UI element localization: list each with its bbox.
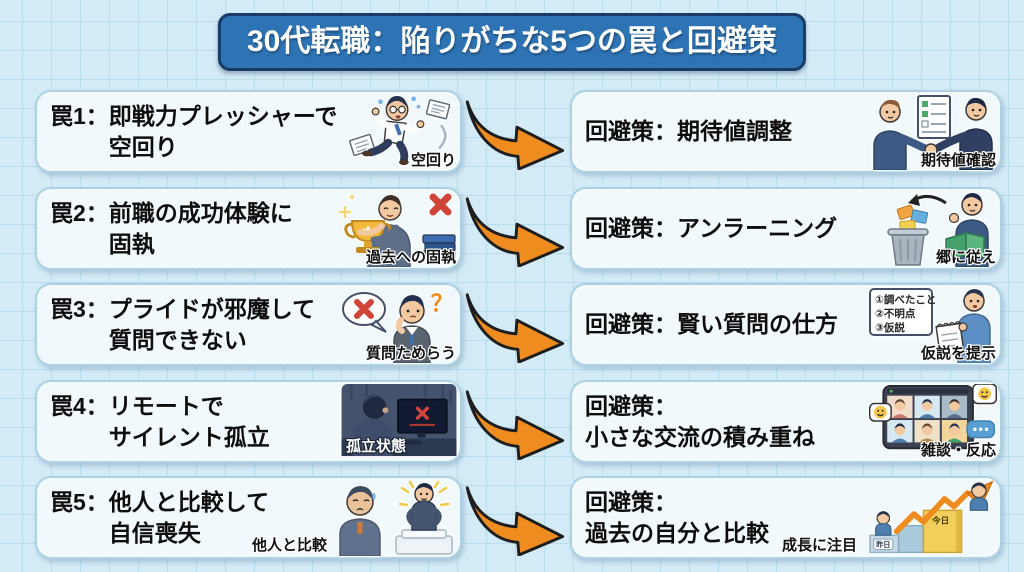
trap-box-1: 罠1： 即戦力プレッシャーで 空回り	[35, 90, 462, 173]
question-mark-glyph: ？	[431, 290, 454, 316]
trap-box-5: 罠5： 他人と比較して 自信喪失	[35, 476, 462, 559]
trap-1-line1: 即戦力プレッシャーで	[108, 103, 338, 130]
trap-4-label: 罠4：	[50, 393, 109, 420]
avoidance-box-3: 回避策：賢い質問の仕方 ①調べたこと ②不明点 ③仮説	[570, 283, 1002, 366]
trap-3-line2: 質問できない	[108, 326, 247, 353]
arrow-icon	[465, 486, 565, 556]
row-5: 罠5： 他人と比較して 自信喪失	[0, 476, 1024, 559]
trap-3-text: 罠3： プライドが邪魔して 質問できない	[37, 294, 338, 355]
avoidance-2-text: 回避策：アンラーニング	[572, 213, 868, 243]
illustration-caption: 空回り	[410, 152, 456, 169]
trap-5-line1: 他人と比較して	[108, 489, 270, 516]
trap-box-3: 罠3： プライドが邪魔して 質問できない ？	[35, 283, 462, 366]
avoidance-4-line2: 小さな交流の積み重ね	[585, 423, 815, 450]
comparison-pedestal-icon	[339, 480, 453, 556]
trap-1-label: 罠1：	[50, 103, 109, 130]
avoidance-box-4: 回避策： 小さな交流の積み重ね 雑談・反	[570, 380, 1002, 463]
avoidance-3-line1: 回避策：賢い質問の仕方	[585, 311, 838, 338]
row-1: 罠1： 即戦力プレッシャーで 空回り	[0, 90, 1024, 173]
avoidance-3-text: 回避策：賢い質問の仕方	[572, 309, 868, 339]
page-title: 30代転職：陥りがちな5つの罠と回避策	[217, 13, 807, 71]
trap-2-label: 罠2：	[50, 200, 109, 227]
avoidance-5-line2: 過去の自分と比較	[585, 519, 769, 546]
unlearning-trash-icon	[887, 193, 989, 267]
illustration-caption: 期待値確認	[920, 152, 996, 169]
comparison-pedestal-illustration: 他人と比較	[252, 478, 460, 557]
video-call-reactions-icon	[868, 384, 998, 450]
trap-box-4: 罠4： リモートで サイレント孤立	[35, 380, 462, 463]
step-label-yesterday: 昨日	[876, 540, 890, 549]
trap-2-text: 罠2： 前職の成功体験に 固執	[37, 198, 338, 259]
trap-3-label: 罠3：	[50, 296, 109, 323]
trophy-attachment-illustration: 過去への固執	[338, 189, 460, 268]
memo-list-item-2: ②不明点	[875, 307, 916, 320]
arrow-icon	[465, 100, 565, 170]
trophy-attachment-icon	[338, 193, 456, 267]
memo-list-item-3: ③仮説	[875, 321, 905, 334]
trap-4-line1: リモートで	[108, 393, 224, 420]
illustration-caption: 質問ためらう	[365, 345, 456, 362]
avoidance-4-line1: 回避策：	[585, 393, 677, 420]
growth-steps-illustration: 昨日 今日 成長に注目	[782, 478, 1000, 557]
remote-isolation-illustration: 孤立状態	[338, 382, 460, 461]
trap-4-line2: サイレント孤立	[108, 423, 270, 450]
trap-2-line2: 固執	[108, 230, 155, 257]
trap-5-text: 罠5： 他人と比較して 自信喪失	[37, 487, 338, 548]
trap-1-text: 罠1： 即戦力プレッシャーで 空回り	[37, 101, 338, 162]
arrow-icon	[465, 197, 565, 267]
avoidance-5-line1: 回避策：	[585, 489, 677, 516]
arrow-icon	[465, 390, 565, 460]
remote-isolation-icon	[341, 384, 457, 457]
trap-3-line1: プライドが邪魔して	[108, 296, 316, 323]
avoidance-box-1: 回避策：期待値調整	[570, 90, 1002, 173]
illustration-caption: 仮説を提示	[920, 345, 996, 362]
row-4: 罠4： リモートで サイレント孤立	[0, 380, 1024, 463]
trap-box-2: 罠2： 前職の成功体験に 固執	[35, 187, 462, 270]
avoidance-5-text: 回避策： 過去の自分と比較	[572, 487, 868, 548]
hesitant-question-illustration: ？ 質問ためらう	[338, 285, 460, 364]
illustration-caption: 孤立状態	[346, 438, 407, 455]
step-label-today: 今日	[931, 515, 949, 526]
smart-question-memo-icon: ①調べたこと ②不明点 ③仮説	[869, 288, 991, 363]
illustration-caption: 成長に注目	[782, 537, 858, 554]
avoidance-1-text: 回避策：期待値調整	[572, 116, 868, 146]
trap-4-text: 罠4： リモートで サイレント孤立	[37, 391, 338, 452]
illustration-caption: 雑談・反応	[920, 442, 996, 459]
handshake-checklist-illustration: 期待値確認	[868, 92, 1000, 171]
trap-1-line2: 空回り	[108, 133, 178, 160]
avoidance-2-line1: 回避策：アンラーニング	[585, 215, 838, 242]
running-man-illustration: 空回り	[338, 92, 460, 171]
avoidance-4-text: 回避策： 小さな交流の積み重ね	[572, 391, 868, 452]
smart-question-memo-illustration: ①調べたこと ②不明点 ③仮説 仮説を提示	[868, 285, 1000, 364]
illustration-caption: 他人と比較	[252, 537, 328, 554]
running-man-icon	[348, 95, 451, 166]
trap-5-label: 罠5：	[50, 489, 109, 516]
illustration-caption: 郷に従え	[935, 249, 996, 266]
unlearning-trash-illustration: 郷に従え	[868, 189, 1000, 268]
illustration-caption: 過去への固執	[365, 249, 456, 266]
avoidance-box-5: 回避策： 過去の自分と比較 昨日 今日	[570, 476, 1002, 559]
trap-2-line1: 前職の成功体験に	[108, 200, 293, 227]
avoidance-1-line1: 回避策：期待値調整	[585, 118, 792, 145]
avoidance-box-2: 回避策：アンラーニング	[570, 187, 1002, 270]
video-call-reactions-illustration: 雑談・反応	[868, 382, 1000, 461]
row-3: 罠3： プライドが邪魔して 質問できない ？	[0, 283, 1024, 366]
row-2: 罠2： 前職の成功体験に 固執	[0, 187, 1024, 270]
arrow-icon	[465, 293, 565, 363]
hesitant-question-icon: ？	[342, 290, 454, 363]
growth-steps-icon: 昨日 今日	[869, 480, 994, 554]
handshake-checklist-icon	[873, 95, 993, 170]
trap-5-line2: 自信喪失	[108, 519, 201, 546]
memo-list-item-1: ①調べたこと	[875, 293, 936, 306]
